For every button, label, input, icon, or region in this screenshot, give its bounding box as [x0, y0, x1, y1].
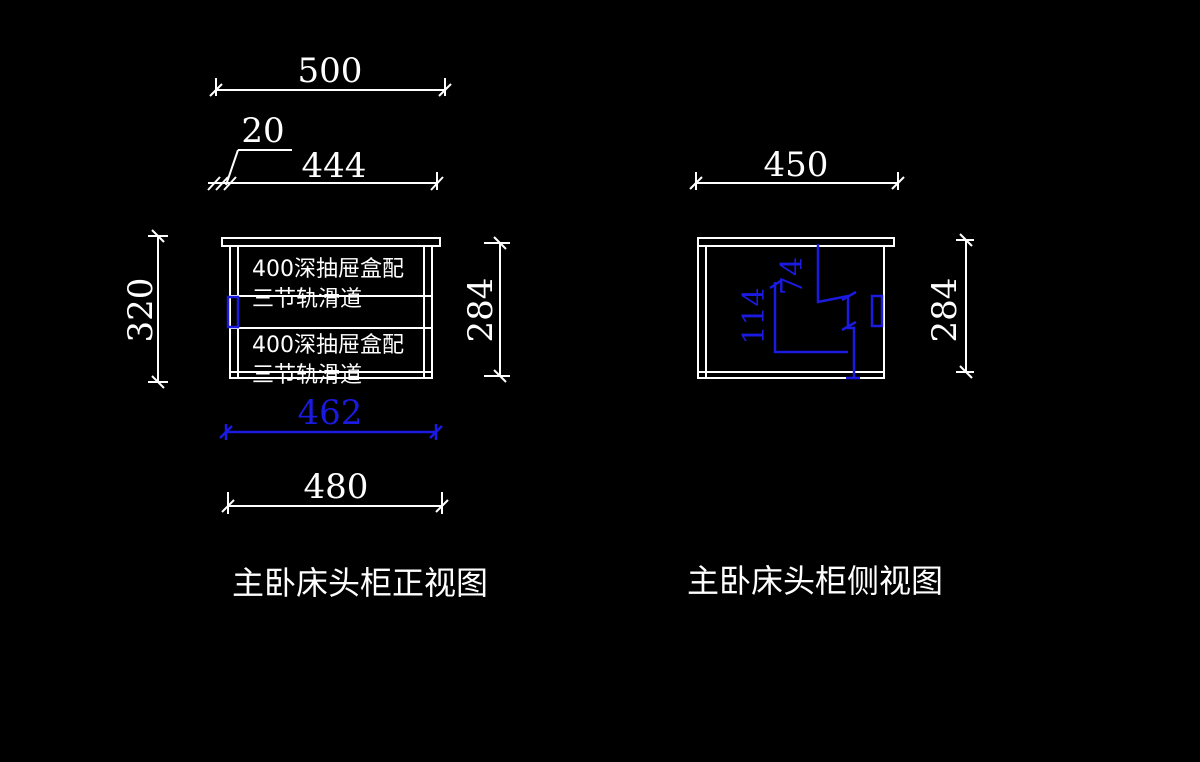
- dim-inner-height-front-label: 284: [461, 278, 501, 343]
- dim-inner-width: 444: [207, 146, 444, 191]
- dim-base-width-label: 480: [304, 467, 369, 507]
- dim-base-width: 480: [221, 467, 449, 514]
- dim-inner-height-front: 284: [461, 236, 510, 383]
- front-view-title: 主卧床头柜正视图: [232, 564, 488, 602]
- dim-drawer-height-label: 114: [737, 287, 772, 344]
- dim-overall-width: 500: [209, 51, 452, 97]
- front-cabinet-body: [221, 237, 441, 379]
- dim-depth: 450: [689, 145, 905, 190]
- front-view: 500 20 444 40: [121, 51, 510, 602]
- side-drawer-profile: 114 74: [737, 244, 884, 380]
- drawer-handle: [226, 295, 240, 329]
- side-view-title: 主卧床头柜侧视图: [687, 562, 943, 600]
- dim-drawer-width-label: 462: [298, 393, 363, 433]
- dim-height-label: 320: [121, 278, 161, 343]
- dim-side-thickness: 20: [225, 111, 292, 186]
- side-view: 450 114 74 284: [687, 145, 974, 600]
- dim-depth-label: 450: [764, 145, 829, 185]
- dim-drawer-width: 462: [219, 393, 443, 440]
- drawer-note-top-line2: 三节轨滑道: [252, 287, 362, 312]
- dim-inner-height-side-label: 284: [925, 278, 965, 343]
- side-drawer-handle: [870, 294, 884, 328]
- dim-inner-height-side: 284: [925, 233, 974, 379]
- dim-side-thickness-label: 20: [241, 111, 284, 151]
- dim-inner-width-label: 444: [302, 146, 367, 186]
- dim-overall-width-label: 500: [298, 51, 363, 91]
- drawer-note-bottom-line2: 三节轨滑道: [252, 363, 362, 388]
- drawer-note-top-line1: 400深抽屉盒配: [252, 257, 404, 282]
- drawer-note-bottom-line1: 400深抽屉盒配: [252, 333, 404, 358]
- dim-drawer-offset-label: 74: [775, 257, 810, 295]
- dim-height: 320: [121, 229, 168, 389]
